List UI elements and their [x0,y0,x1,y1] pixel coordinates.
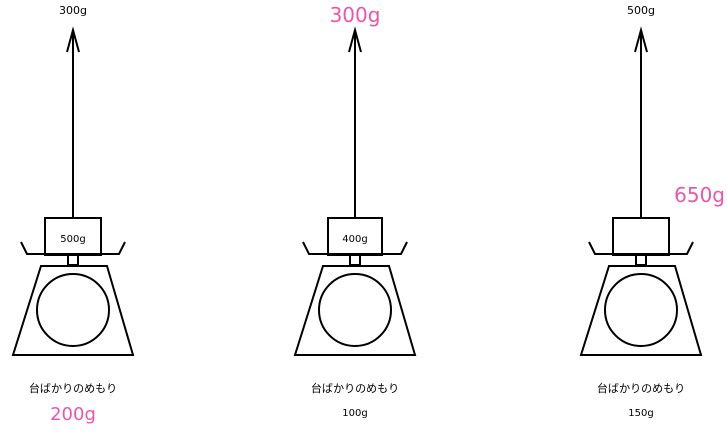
answer-label: 650g [674,183,725,207]
weight-block [612,217,670,256]
force-label: 300g [330,3,381,27]
scale-reading: 150g [628,408,653,419]
weight-label: 400g [342,234,367,245]
scale-reading: 200g [50,404,96,425]
platform-scale [294,241,416,356]
scale-3: 500g 650g 台ばかりのめもり 150g [580,4,725,419]
scale-caption: 台ばかりのめもり [29,381,117,395]
force-label: 300g [59,4,87,17]
platform-scale [580,241,702,356]
force-label: 500g [627,4,655,17]
scale-reading: 100g [342,408,367,419]
scale-caption: 台ばかりのめもり [597,381,685,395]
scale-2: 300g 400g 台ばかりのめもり 100g [294,3,416,419]
weight-label: 500g [60,234,85,245]
scale-caption: 台ばかりのめもり [311,381,399,395]
weight-block [44,217,102,256]
platform-scale [12,241,134,356]
force-arrow-head [348,26,362,53]
scale-1: 300g 500g 台ばかりのめもり 200g [12,4,134,425]
force-arrow-head [66,26,80,53]
force-arrow-head [634,26,648,53]
